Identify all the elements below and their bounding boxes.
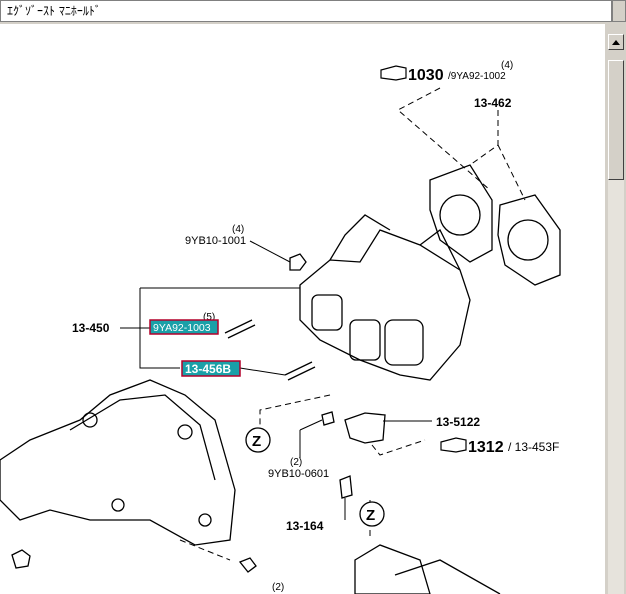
exhaust-manifold [299,229,471,381]
gasket-left [429,164,493,263]
part-13-164[interactable]: 13-164 [286,519,324,533]
bracket-13-5122 [344,412,386,444]
ref-1030-suffix: /9YA92-1002 [448,71,506,82]
gasket-right [497,194,561,286]
z-marker-b: Z [366,507,375,524]
exploded-parts-diagram: Z Z 1030 /9YA92-1002 (4) 13-462 (4) 9YB1… [0,60,561,594]
hand-pointer-icon [380,65,467,453]
qty-2a: (2) [290,457,302,468]
part-13-456b-highlighted[interactable]: 13-456B [185,362,231,376]
nut-9yb10-1001 [289,253,307,271]
scroll-track[interactable] [608,60,624,594]
ref-1312[interactable]: 1312 [468,439,504,456]
part-13-462[interactable]: 13-462 [474,96,512,110]
arrow-up-icon [612,40,620,45]
qty-4b: (4) [232,224,244,235]
qty-2b: (2) [272,582,284,593]
part-9yb10-1001[interactable]: 9YB10-1001 [185,235,246,247]
part-13-5122[interactable]: 13-5122 [436,415,480,429]
title-scroll-button[interactable] [612,0,626,22]
ref-1030[interactable]: 1030 [408,67,444,84]
heat-shield [0,379,236,546]
qty-5: (5) [203,312,215,323]
z-marker-a: Z [252,433,261,450]
part-9yb10-0601[interactable]: 9YB10-0601 [268,468,329,480]
part-13-450[interactable]: 13-450 [72,321,110,335]
parts-diagram-viewport[interactable]: Z Z 1030 /9YA92-1002 (4) 13-462 (4) 9YB1… [0,24,604,594]
scroll-up-button[interactable] [608,34,624,50]
qty-4a: (4) [501,60,513,71]
window-title: ｴｸﾞｿﾞｰｽﾄ ﾏﾆﾎｰﾙﾄﾞ [0,0,612,22]
ref-1312-suffix: / 13-453F [508,440,559,454]
vertical-scrollbar[interactable] [604,24,626,594]
scroll-thumb[interactable] [608,60,624,180]
part-9ya92-1003-highlighted[interactable]: 9YA92-1003 [153,322,211,334]
